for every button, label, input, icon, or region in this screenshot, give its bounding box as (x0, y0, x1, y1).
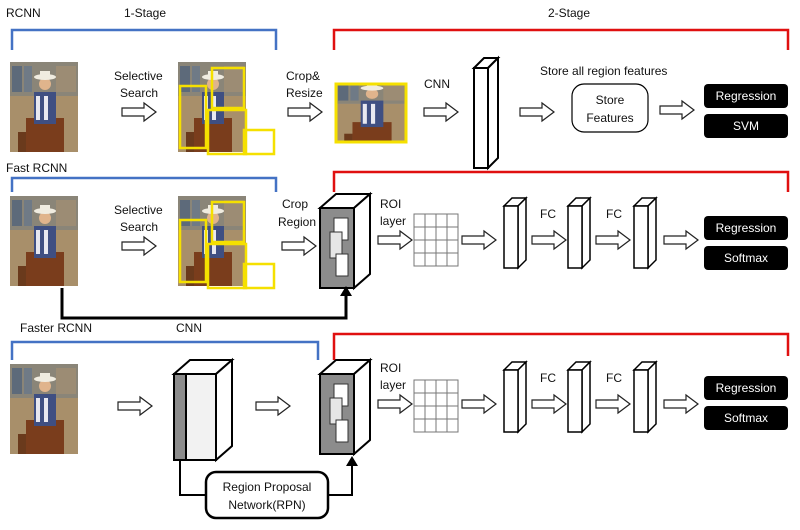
rcnn-output-svm-label: SVM (733, 119, 759, 133)
fast-arrow-icon-3 (377, 230, 413, 250)
fast-proposals-photo-icon (178, 196, 276, 290)
stage1-header: 1-Stage (124, 6, 166, 20)
fast-arrow-icon-5 (531, 230, 567, 250)
rcnn-store-features-label-2: Features (586, 111, 633, 125)
faster-rcnn-header: Faster RCNN (20, 321, 92, 335)
rcnn-store-features-label-1: Store (596, 93, 625, 107)
faster-roi-label-1: ROI (380, 361, 401, 375)
stage2-bracket-rcnn (332, 28, 790, 50)
rcnn-arrow-icon-2 (287, 102, 323, 122)
faster-output-softmax: Softmax (704, 406, 788, 430)
fast-output-softmax: Softmax (704, 246, 788, 270)
fast-cnn-connector (60, 288, 348, 320)
faster-roi-label-2: layer (380, 378, 406, 392)
faster-rpn-arrowhead (346, 456, 358, 466)
fast-cnn-connector-arrowhead (340, 286, 352, 296)
stage1-bracket-rcnn (10, 28, 278, 50)
faster-fc-layer-icon-1 (503, 361, 527, 433)
fast-feature-map-icon (319, 193, 371, 289)
fast-arrow-icon-1 (121, 236, 157, 256)
rcnn-cropped-photo-icon (334, 82, 408, 144)
fast-selective-label-1: Selective (114, 203, 163, 217)
fast-output-softmax-label: Softmax (724, 251, 768, 265)
rcnn-arrow-icon-5 (659, 100, 695, 120)
rcnn-arrow-icon-4 (519, 102, 555, 122)
rcnn-crop-label-2: Resize (286, 86, 323, 100)
faster-output-regression-label: Regression (716, 381, 777, 395)
fast-fc-layer-icon-3 (633, 197, 657, 269)
faster-fc-label-1: FC (540, 371, 556, 385)
faster-roi-grid-icon (413, 379, 459, 433)
rcnn-output-regression-label: Regression (716, 89, 777, 103)
faster-arrow-icon-2 (255, 396, 291, 416)
fast-selective-label-2: Search (120, 220, 158, 234)
fast-arrow-icon-2 (281, 236, 317, 256)
rcnn-cnn-label: CNN (424, 77, 450, 91)
rcnn-arrow-icon-3 (423, 102, 459, 122)
rcnn-input-photo-icon (10, 62, 78, 152)
faster-arrow-icon-7 (663, 394, 699, 414)
fast-fc-label-2: FC (606, 207, 622, 221)
faster-feature-map-icon (319, 359, 371, 455)
stage1-bracket-fast (10, 176, 278, 192)
faster-rpn-label-2: Network(RPN) (228, 498, 305, 512)
rcnn-cnn-block-icon (471, 55, 501, 171)
faster-rpn-box (204, 470, 330, 520)
rcnn-proposals-photo-icon (178, 62, 276, 156)
fast-fc-label-1: FC (540, 207, 556, 221)
faster-arrow-icon-1 (117, 396, 153, 416)
rcnn-header: RCNN (6, 6, 41, 20)
rcnn-selective-label-2: Search (120, 86, 158, 100)
rcnn-output-svm: SVM (704, 114, 788, 138)
fast-output-regression-label: Regression (716, 221, 777, 235)
faster-output-regression: Regression (704, 376, 788, 400)
faster-input-photo-icon (10, 364, 78, 454)
fast-crop-label-1: Crop (282, 197, 308, 211)
faster-fc-label-2: FC (606, 371, 622, 385)
fast-crop-label-2: Region (278, 215, 316, 229)
faster-fc-layer-icon-3 (633, 361, 657, 433)
rcnn-selective-label-1: Selective (114, 69, 163, 83)
faster-backbone-feature-map-icon (171, 357, 235, 463)
fast-fc-layer-icon-1 (503, 197, 527, 269)
fast-cnn-label: CNN (176, 321, 202, 335)
fast-roi-label-2: layer (380, 214, 406, 228)
stage1-bracket-faster (10, 340, 320, 360)
fast-fc-layer-icon-2 (567, 197, 591, 269)
fast-roi-label-1: ROI (380, 197, 401, 211)
rcnn-arrow-icon-1 (121, 102, 157, 122)
faster-arrow-icon-4 (461, 394, 497, 414)
faster-arrow-icon-5 (531, 394, 567, 414)
rcnn-store-all-label: Store all region features (540, 64, 667, 78)
fast-roi-grid-icon (413, 213, 459, 267)
fast-arrow-icon-4 (461, 230, 497, 250)
fast-input-photo-icon (10, 196, 78, 286)
faster-output-softmax-label: Softmax (724, 411, 768, 425)
rcnn-store-features-box (571, 83, 649, 133)
rcnn-crop-label-1: Crop& (286, 69, 320, 83)
stage2-header: 2-Stage (548, 6, 590, 20)
faster-fc-layer-icon-2 (567, 361, 591, 433)
stage2-bracket-faster (332, 332, 790, 360)
faster-rpn-connector-left (179, 460, 208, 496)
stage2-bracket-fast (332, 170, 790, 192)
fast-output-regression: Regression (704, 216, 788, 240)
fast-arrow-icon-6 (595, 230, 631, 250)
fast-arrow-icon-7 (663, 230, 699, 250)
rcnn-output-regression: Regression (704, 84, 788, 108)
faster-rpn-label-1: Region Proposal (223, 480, 312, 494)
faster-rpn-connector-right (326, 462, 353, 496)
fast-rcnn-header: Fast RCNN (6, 161, 67, 175)
faster-arrow-icon-3 (377, 394, 413, 414)
faster-arrow-icon-6 (595, 394, 631, 414)
